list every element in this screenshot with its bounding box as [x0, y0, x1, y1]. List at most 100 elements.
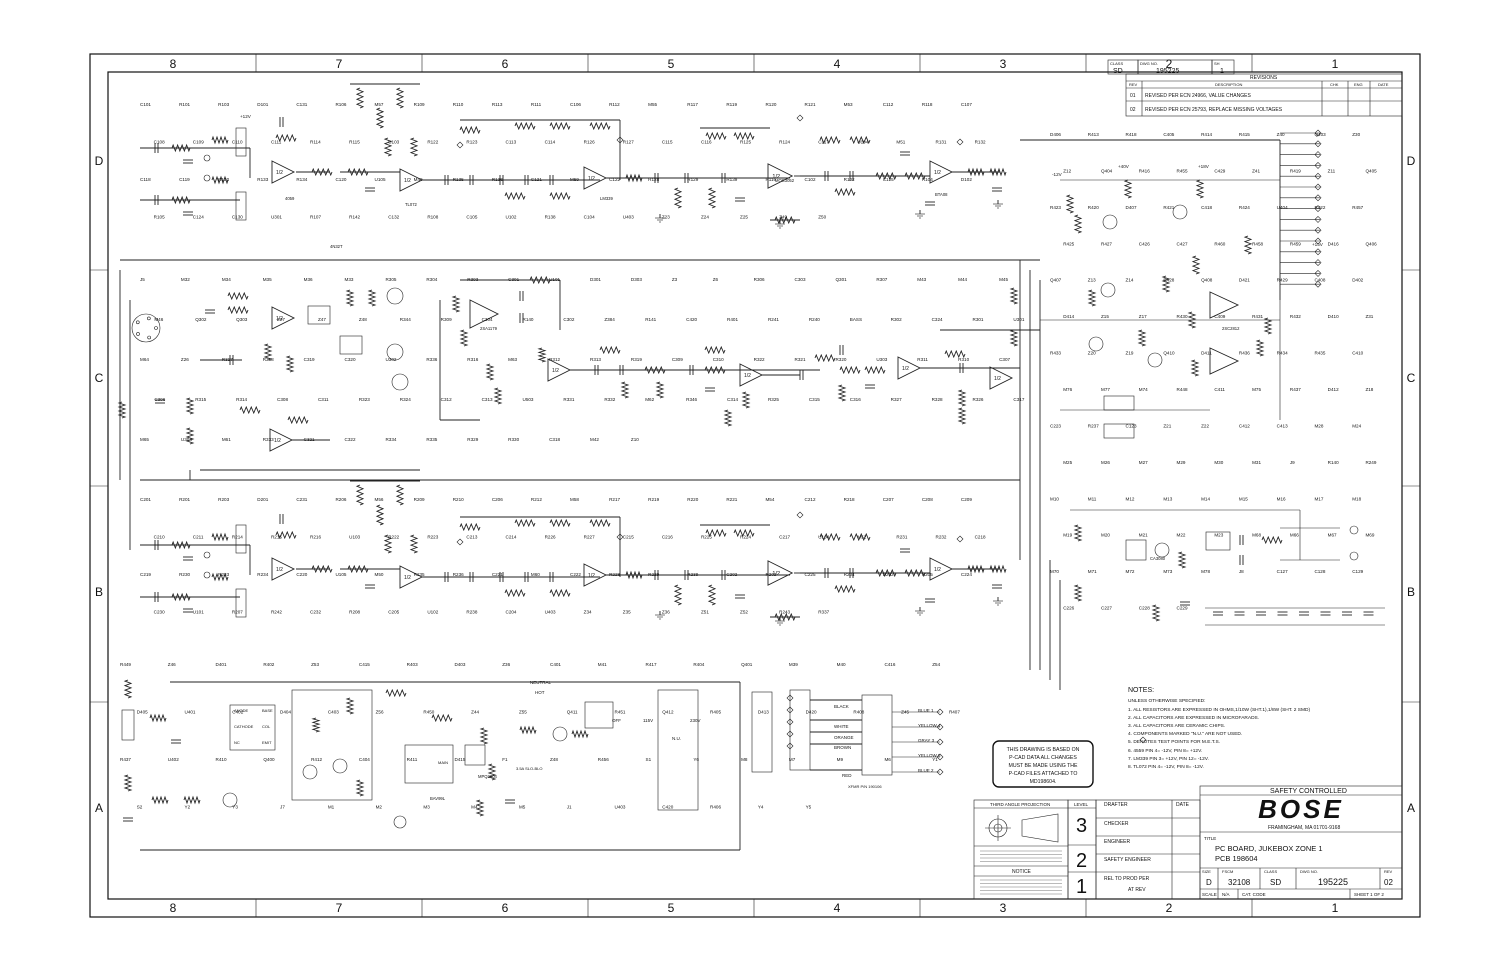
opamp-label: 1/2: [588, 176, 595, 182]
notes-title: NOTES:: [1128, 687, 1154, 694]
role-checker: CHECKER: [1104, 821, 1129, 827]
refdes-c427: C427: [1177, 241, 1188, 246]
refdes-r437: R437: [120, 757, 131, 762]
refdes-m1: M1: [328, 805, 335, 810]
ic-pin-base: BASE: [262, 708, 273, 713]
refdes-r109: R109: [414, 102, 425, 107]
refdes-r433: R433: [1050, 351, 1061, 356]
refdes-r405: R405: [710, 710, 721, 715]
refdes-z34: Z34: [584, 610, 592, 615]
refdes-c116: C116: [701, 140, 712, 145]
wire-black: BLACK: [834, 704, 849, 709]
refdes-r421: R421: [1163, 205, 1174, 210]
refdes-j7: J7: [280, 805, 285, 810]
header-sh-label: SH: [1214, 61, 1220, 66]
ic-type-4: BTA08: [935, 192, 948, 197]
note-2: 2. ALL CAPACITORS ARE EXPRESSED IN MICRO…: [1128, 715, 1259, 721]
refdes-m43: M43: [917, 277, 926, 282]
refdes-d405: D405: [137, 710, 148, 715]
refdes-c312: C312: [441, 397, 452, 402]
stamp-line-5: MD198604.: [1030, 779, 1057, 785]
refdes-r321: R321: [795, 357, 806, 362]
refdes-y5: Y5: [806, 805, 812, 810]
refdes-m12: M12: [1126, 496, 1135, 501]
ic-type-6: 2SC2812: [1222, 326, 1240, 331]
refdes-d412: D412: [1328, 387, 1339, 392]
rev-row-1-rev: 01: [1130, 93, 1136, 99]
switch-off: OFF: [612, 718, 621, 723]
refdes-r108: R108: [427, 215, 438, 220]
refdes-q401: Q401: [741, 662, 753, 667]
refdes-m32: M32: [181, 277, 190, 282]
refdes-r218: R218: [844, 497, 855, 502]
refdes-c213: C213: [466, 535, 477, 540]
refdes-m55: M55: [648, 102, 657, 107]
refdes-r221: R221: [726, 497, 737, 502]
refdes-m24: M24: [1352, 423, 1361, 428]
zone-row-left-A: A: [95, 801, 103, 815]
refdes-r208: R208: [349, 610, 360, 615]
refdes-c123: C123: [1126, 423, 1137, 428]
refdes-m67: M67: [1328, 533, 1337, 538]
voltage-2: +40V: [1118, 164, 1130, 169]
refdes-r327: R327: [891, 397, 902, 402]
refdes-c418: C418: [1201, 205, 1212, 210]
refdes-c308: C308: [277, 397, 288, 402]
refdes-c112: C112: [883, 102, 894, 107]
refdes-c321: C321: [304, 437, 315, 442]
refdes-r337: R337: [818, 610, 829, 615]
refdes-r305: R305: [385, 277, 396, 282]
refdes-c129: C129: [1352, 569, 1363, 574]
refdes-r422: R422: [1314, 205, 1325, 210]
refdes-r104: R104: [922, 177, 933, 182]
refdes-r231: R231: [896, 535, 907, 540]
opamp-label: 1/2: [994, 376, 1001, 382]
header-class-value: SD: [1113, 68, 1123, 75]
refdes-q403: Q403: [1314, 132, 1326, 137]
refdes-r326: R326: [973, 397, 984, 402]
refdes-r235: R235: [414, 572, 425, 577]
refdes-r138: R138: [545, 215, 556, 220]
refdes-r140: R140: [523, 317, 534, 322]
refdes-r331: R331: [563, 397, 574, 402]
refdes-c230: C230: [154, 610, 165, 615]
refdes-r423: R423: [1050, 205, 1061, 210]
refdes-r128: R128: [648, 177, 659, 182]
refdes-m44: M44: [958, 277, 967, 282]
refdes-m59: M59: [570, 177, 579, 182]
refdes-c310: C310: [713, 357, 724, 362]
refdes-m10: M10: [1050, 496, 1059, 501]
refdes-c314: C314: [727, 397, 738, 402]
refdes-r329: R329: [467, 437, 478, 442]
refdes-c313: C313: [482, 397, 493, 402]
refdes-r456: R456: [598, 757, 609, 762]
wire-red: RED: [842, 773, 852, 778]
size-label: SIZE: [1202, 869, 1211, 874]
switch-115v: 115V: [643, 718, 653, 723]
refdes-r122: R122: [427, 140, 438, 145]
opamp-label: 1/2: [274, 438, 281, 444]
refdes-z48: Z48: [359, 317, 367, 322]
refdes-r103: R103: [218, 102, 229, 107]
refdes-m52: M52: [857, 535, 866, 540]
zone-row-left-C: C: [95, 371, 104, 385]
refdes-r431: R431: [1252, 314, 1263, 319]
zone-col-bottom-3: 3: [1000, 901, 1007, 915]
refdes-r436: R436: [1239, 351, 1250, 356]
refdes-q406: Q406: [1365, 241, 1377, 246]
refdes-r242: R242: [271, 610, 282, 615]
refdes-r225: R225: [701, 535, 712, 540]
refdes-c227: C227: [1101, 606, 1112, 611]
refdes-j8: J8: [1239, 569, 1244, 574]
refdes-y2: Y2: [185, 805, 191, 810]
refdes-z14: Z14: [1126, 278, 1134, 283]
refdes-c122: C122: [609, 177, 620, 182]
refdes-r318: R318: [263, 357, 274, 362]
refdes-m49: M49: [414, 177, 423, 182]
refdes-c415: C415: [359, 662, 370, 667]
date-label: DATE: [1176, 802, 1190, 808]
refdes-c127: C127: [1277, 569, 1288, 574]
refdes-r344: R344: [400, 317, 411, 322]
refdes-z384: Z384: [604, 317, 615, 322]
